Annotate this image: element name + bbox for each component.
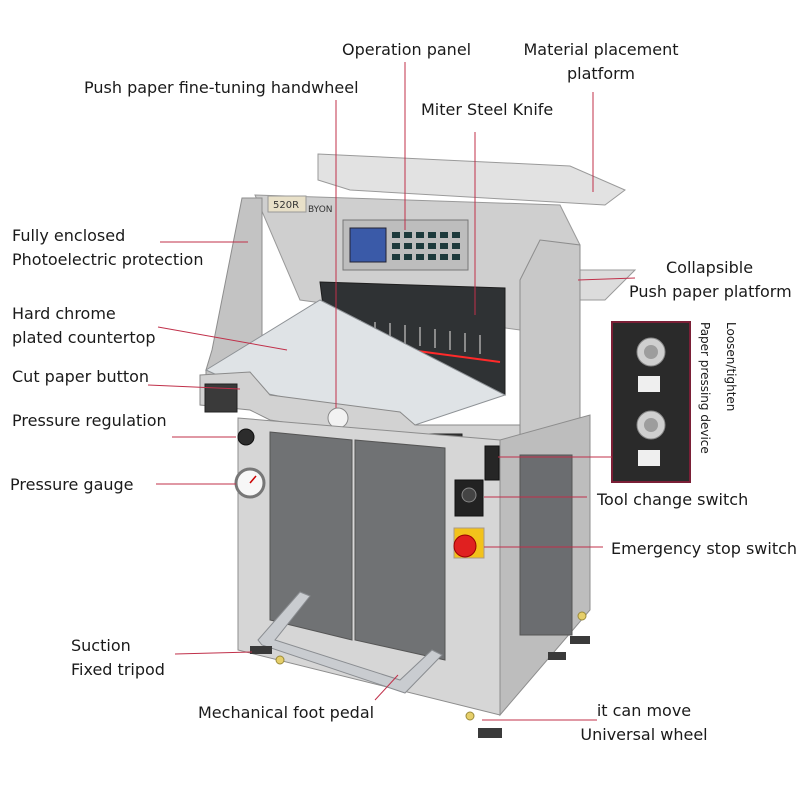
tripod-feet [250, 636, 590, 738]
label-chrome-1: Hard chrome [12, 304, 116, 323]
operation-keys [392, 232, 460, 260]
label-miter-knife: Miter Steel Knife [421, 100, 554, 119]
operation-screen [349, 227, 387, 263]
pressure-regulator-knob [237, 428, 255, 446]
pressing-device-buttons [484, 445, 500, 481]
cabinet-door-left [269, 431, 353, 641]
leader-lines [147, 62, 636, 721]
brand-text: BYON [308, 205, 333, 215]
label-enclosed-2: Photoelectric protection [12, 250, 204, 269]
label-collapsible-1: Collapsible [666, 258, 754, 277]
label-material-platform-1: Material placement [523, 40, 679, 59]
emergency-stop-button [453, 534, 477, 558]
label-move-2: Universal wheel [580, 725, 708, 744]
label-move-1: it can move [596, 701, 692, 720]
side-vent-panel [519, 454, 573, 636]
label-operation-panel: Operation panel [342, 40, 472, 59]
label-chrome-2: plated countertop [12, 328, 156, 347]
label-pressure-regulation: Pressure regulation [12, 411, 167, 430]
tool-change-knob [461, 487, 477, 503]
cabinet-door-right [354, 439, 446, 661]
label-tool-change: Tool change switch [597, 490, 749, 509]
label-pressing-device: Paper pressing device [698, 322, 712, 454]
handwheel [327, 407, 349, 429]
label-emergency-stop: Emergency stop switch [611, 539, 798, 558]
label-loosen: Loosen/tighten [724, 322, 738, 412]
label-cut-button: Cut paper button [12, 367, 150, 386]
label-pressure-gauge: Pressure gauge [10, 475, 134, 494]
model-text: 520R [273, 200, 299, 211]
model-plate [267, 195, 307, 213]
material-platform [317, 153, 626, 206]
label-material-platform-2: platform [567, 64, 635, 83]
label-collapsible-2: Push paper platform [629, 282, 792, 301]
foot-pedal-bar [257, 591, 443, 694]
label-enclosed-1: Fully enclosed [12, 226, 126, 245]
label-suction-1: Suction [71, 636, 131, 655]
label-foot-pedal: Mechanical foot pedal [198, 703, 375, 722]
label-push-handwheel: Push paper fine-tuning handwheel [84, 78, 359, 97]
universal-wheels [275, 611, 587, 721]
label-suction-2: Fixed tripod [71, 660, 165, 679]
